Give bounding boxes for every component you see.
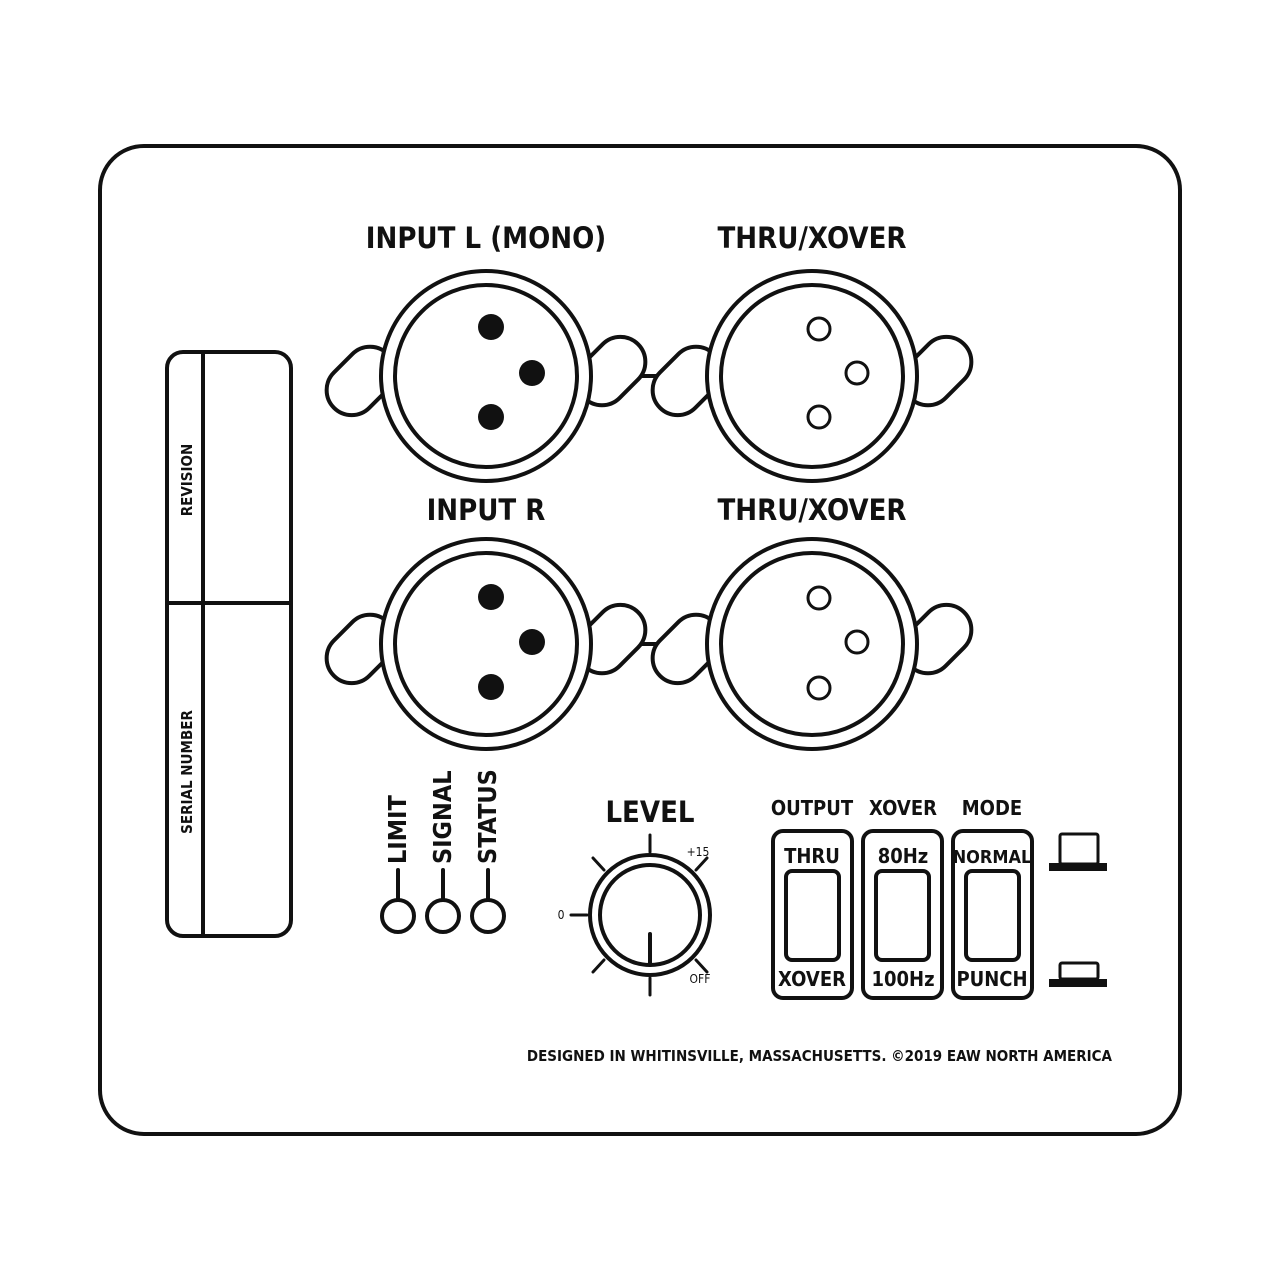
- serial-number-label: SERIAL NUMBER: [178, 710, 196, 834]
- xlr-input-left-connector[interactable]: [316, 269, 655, 483]
- xlr-thru-bottom-connector[interactable]: [642, 537, 981, 751]
- footer-text: DESIGNED IN WHITINSVILLE, MASSACHUSETTS.…: [527, 1047, 1113, 1065]
- pin-2: [519, 360, 545, 386]
- input-left-label: INPUT L (MONO): [366, 221, 606, 255]
- pin-1: [478, 314, 504, 340]
- level-mid-label: 0: [558, 908, 565, 922]
- xover-switch-group: XOVER 80Hz 100Hz: [861, 796, 944, 1000]
- revision-label: REVISION: [178, 444, 196, 517]
- level-max-label: +15: [687, 845, 710, 859]
- switch-up-position-icon: [1049, 832, 1107, 871]
- status-led: [470, 898, 506, 934]
- level-knob[interactable]: [588, 853, 712, 977]
- level-min-label: OFF: [690, 972, 711, 986]
- xover-title: XOVER: [869, 796, 937, 820]
- signal-led: [425, 898, 461, 934]
- pin-3: [806, 675, 832, 701]
- thru-xover-bottom-label: THRU/XOVER: [717, 493, 906, 527]
- pin-2: [519, 629, 545, 655]
- level-title: LEVEL: [605, 795, 694, 829]
- output-title: OUTPUT: [771, 796, 854, 820]
- xover-switch[interactable]: [874, 869, 931, 962]
- mode-top-label: NORMAL: [953, 847, 1032, 868]
- status-label: STATUS: [473, 769, 502, 864]
- level-control: LEVEL +15 0 OFF: [558, 795, 712, 997]
- pin-1: [478, 584, 504, 610]
- xover-bottom-label: 100Hz: [871, 967, 934, 991]
- input-right-label: INPUT R: [427, 493, 546, 527]
- limit-led: [380, 898, 416, 934]
- thru-xover-top-label: THRU/XOVER: [717, 221, 906, 255]
- output-top-label: THRU: [784, 844, 840, 868]
- pin-2: [844, 360, 870, 386]
- mode-bottom-label: PUNCH: [956, 967, 1027, 991]
- pin-3: [478, 404, 504, 430]
- indicator-leds: LIMIT SIGNAL STATUS: [380, 769, 506, 934]
- output-switch-group: OUTPUT THRU XOVER: [771, 796, 854, 1000]
- output-bottom-label: XOVER: [778, 967, 846, 991]
- output-switch[interactable]: [784, 869, 841, 962]
- xover-top-label: 80Hz: [878, 844, 929, 868]
- label-strip: REVISION SERIAL NUMBER: [165, 350, 293, 938]
- pin-1: [806, 585, 832, 611]
- switch-down-position-icon: [1049, 961, 1107, 987]
- xlr-input-right-connector[interactable]: [316, 537, 655, 751]
- pin-3: [806, 404, 832, 430]
- pin-2: [844, 629, 870, 655]
- mode-title: MODE: [962, 796, 1022, 820]
- panel-outline: [98, 144, 1182, 1136]
- mode-switch-group: MODE NORMAL PUNCH: [951, 796, 1034, 1000]
- mode-switch[interactable]: [964, 869, 1021, 962]
- xlr-thru-top-connector[interactable]: [642, 269, 981, 483]
- pin-1: [806, 316, 832, 342]
- signal-label: SIGNAL: [428, 770, 457, 864]
- pin-3: [478, 674, 504, 700]
- limit-label: LIMIT: [383, 795, 412, 864]
